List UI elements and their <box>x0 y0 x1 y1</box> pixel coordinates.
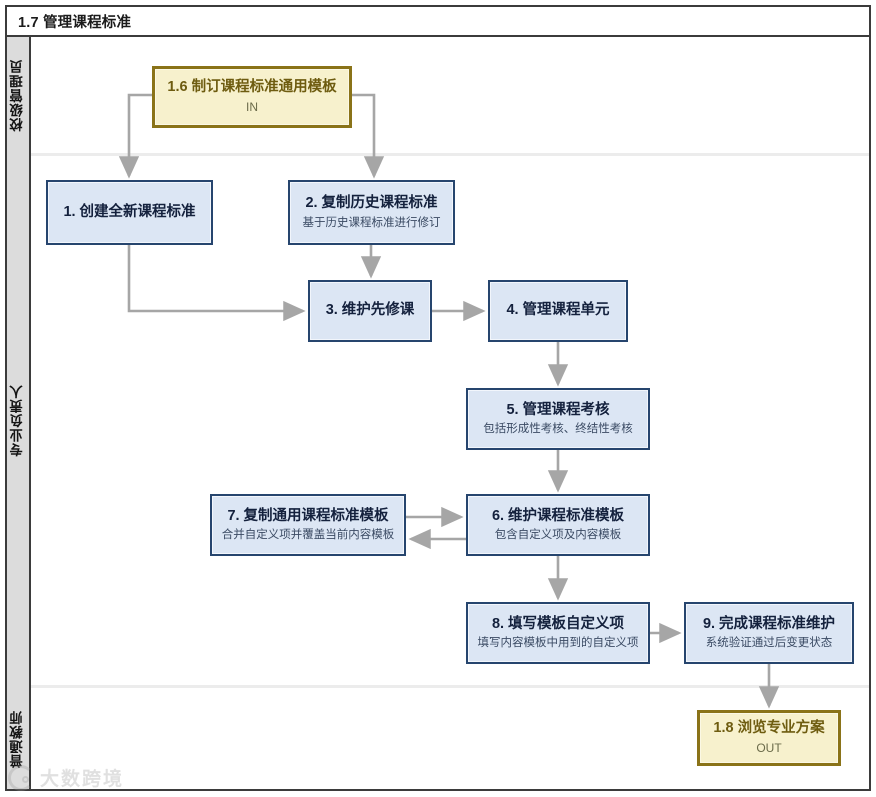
node-8-fill-template-custom-fields[interactable]: 8. 填写模板自定义项 填写内容模板中用到的自定义项 <box>466 602 650 664</box>
node-title: 1.8 浏览专业方案 <box>713 720 825 737</box>
diagram-title-bar: 1.7 管理课程标准 <box>7 7 869 37</box>
node-3-maintain-prerequisite[interactable]: 3. 维护先修课 <box>308 280 432 342</box>
node-subtitle: 基于历史课程标准进行修订 <box>302 216 441 229</box>
node-subtitle: 合并自定义项并覆盖当前内容模板 <box>221 529 395 541</box>
node-title: 5. 管理课程考核 <box>506 401 610 418</box>
lane-separator-1 <box>31 153 869 156</box>
page-title: 1.7 管理课程标准 <box>18 14 132 31</box>
node-2-copy-history-standard[interactable]: 2. 复制历史课程标准 基于历史课程标准进行修订 <box>288 180 455 245</box>
node-subtitle: 系统验证通过后变更状态 <box>705 637 833 649</box>
node-4-manage-course-unit[interactable]: 4. 管理课程单元 <box>488 280 628 342</box>
node-subtitle: OUT <box>756 740 782 755</box>
node-1-6-create-general-template[interactable]: 1.6 制订课程标准通用模板 IN <box>152 66 352 128</box>
node-title: 1.6 制订课程标准通用模板 <box>167 79 337 96</box>
node-subtitle: 包含自定义项及内容模板 <box>494 529 622 541</box>
lane-separator-2 <box>31 685 869 688</box>
node-7-copy-general-template[interactable]: 7. 复制通用课程标准模板 合并自定义项并覆盖当前内容模板 <box>210 494 406 556</box>
node-1-8-browse-major-plan[interactable]: 1.8 浏览专业方案 OUT <box>697 710 841 766</box>
node-title: 8. 填写模板自定义项 <box>491 615 625 632</box>
lane-header-column: 校级管理员 专业负责人 普通教师 <box>7 37 31 789</box>
node-subtitle: 包括形成性考核、终结性考核 <box>483 423 633 435</box>
node-9-complete-standard-maintenance[interactable]: 9. 完成课程标准维护 系统验证通过后变更状态 <box>684 602 854 664</box>
node-5-manage-course-assessment[interactable]: 5. 管理课程考核 包括形成性考核、终结性考核 <box>466 388 650 450</box>
node-subtitle: IN <box>246 99 258 114</box>
node-6-maintain-standard-template[interactable]: 6. 维护课程标准模板 包含自定义项及内容模板 <box>466 494 650 556</box>
node-1-create-new-standard[interactable]: 1. 创建全新课程标准 <box>46 180 213 245</box>
node-title: 1. 创建全新课程标准 <box>63 203 196 220</box>
node-subtitle: 填写内容模板中用到的自定义项 <box>477 637 639 649</box>
node-title: 4. 管理课程单元 <box>506 302 610 319</box>
node-title: 7. 复制通用课程标准模板 <box>227 507 389 524</box>
node-title: 2. 复制历史课程标准 <box>305 195 438 212</box>
node-title: 6. 维护课程标准模板 <box>491 507 625 524</box>
node-title: 3. 维护先修课 <box>325 302 415 319</box>
node-title: 9. 完成课程标准维护 <box>702 615 836 632</box>
